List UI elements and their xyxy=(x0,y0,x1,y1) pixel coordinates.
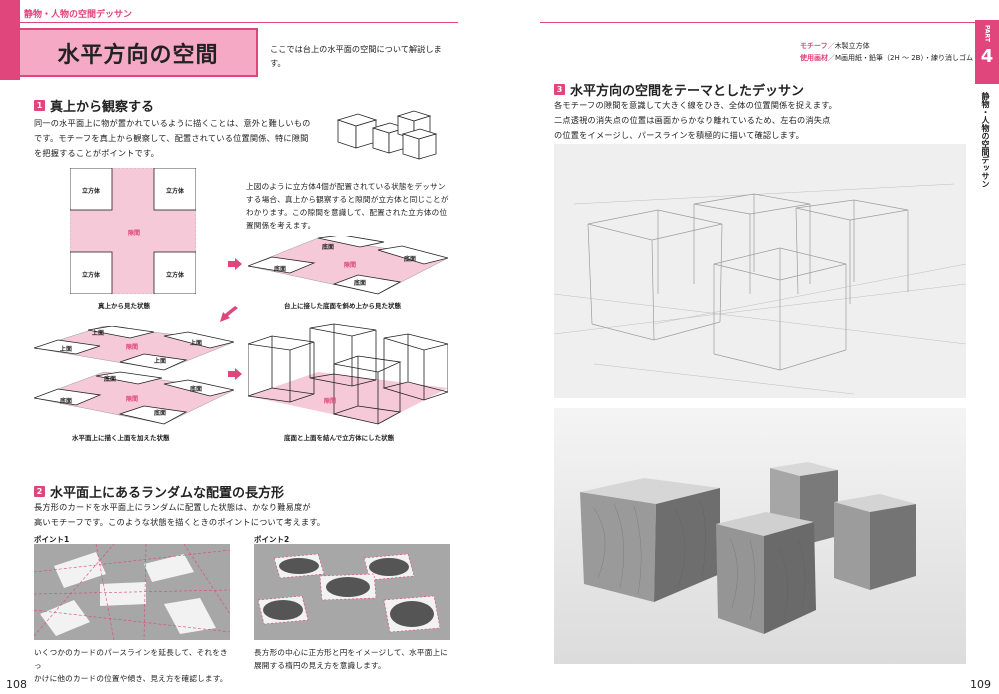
point2-image xyxy=(254,544,450,640)
face-bottom-6: 底面 xyxy=(60,398,73,405)
meta-materials-value: M画用紙・鉛筆（2H 〜 2B）・練り消しゴム xyxy=(835,54,973,62)
point1-label: ポイント1 xyxy=(34,535,70,544)
grid-label-cube-tr: 立方体 xyxy=(166,188,185,195)
side-tab: PART 4 xyxy=(975,20,999,84)
caption-top-bottom: 水平面上に描く上面を加えた状態 xyxy=(72,434,170,442)
side-tab-part-label: PART xyxy=(983,25,991,42)
section2-body: 長方形のカードを水平面上にランダムに配置した状態は、かなり難易度が 高いモチーフ… xyxy=(34,502,326,527)
section2-heading: 2 水平面上にあるランダムな配置の長方形 xyxy=(34,482,284,501)
face-bottom-5: 底面 xyxy=(104,376,117,383)
arrow-right-icon xyxy=(228,258,242,270)
top-and-bottom-planes xyxy=(34,326,234,425)
meta-block: モチーフ／木製立方体 使用画材／M画用紙・鉛筆（2H 〜 2B）・練り消しゴム xyxy=(800,42,973,62)
grid-label-cube-bl: 立方体 xyxy=(82,272,101,279)
left-page-header-line xyxy=(0,22,458,23)
left-edge-bar xyxy=(0,0,20,80)
point1-image xyxy=(34,544,230,640)
section1-number: 1 xyxy=(34,100,45,111)
page-number-left: 108 xyxy=(6,678,27,691)
meta-motif-label: モチーフ xyxy=(800,42,828,50)
face-gap-3: 隙間 xyxy=(126,396,139,403)
section3-heading: 3 水平方向の空間をテーマとしたデッサン xyxy=(554,80,804,99)
caption-wireframe: 底面と上面を結んで立方体にした状態 xyxy=(284,434,395,442)
grid-label-cube-br: 立方体 xyxy=(166,272,185,279)
face-bottom-3: 底面 xyxy=(404,256,417,263)
section3-title: 水平方向の空間をテーマとしたデッサン xyxy=(570,84,805,99)
side-tab-text: 静物・人物の空間デッサン xyxy=(981,92,990,188)
oblique-bottom-view xyxy=(248,236,448,295)
cubes-sketch xyxy=(336,110,438,160)
point2-label: ポイント2 xyxy=(254,535,290,544)
section1-body: 同一の水平面上に物が置かれているように描くことは、意外と難しいもの です。モチー… xyxy=(34,118,311,158)
face-top-2: 上面 xyxy=(60,346,73,353)
top-view-grid xyxy=(70,168,196,294)
title-intro: ここでは台上の水平面の空間について解説します。 xyxy=(270,44,442,68)
page-number-right: 109 xyxy=(970,678,991,691)
caption-oblique-bottom: 台上に接した底面を斜め上から見た状態 xyxy=(284,302,401,310)
face-top-4: 上面 xyxy=(154,358,167,365)
face-bottom-7: 底面 xyxy=(190,386,203,393)
face-top-1: 上面 xyxy=(92,330,105,337)
face-bottom-1: 底面 xyxy=(274,266,287,273)
section3-number: 3 xyxy=(554,84,565,95)
grid-label-gap: 隙間 xyxy=(128,230,141,237)
section2-number: 2 xyxy=(34,486,45,497)
caption-top-view: 真上から見た状態 xyxy=(98,302,150,310)
meta-materials-label: 使用画材 xyxy=(800,54,828,62)
right-page-header-line xyxy=(540,22,980,23)
wireframe-cubes xyxy=(248,323,448,425)
grid-label-cube-tl: 立方体 xyxy=(82,188,101,195)
point2-text: 長方形の中心に正方形と円をイメージして、水平面上に 展開する楕円の見え方を意識し… xyxy=(254,648,449,670)
sketch-drawing xyxy=(554,144,966,398)
running-header: 静物・人物の空間デッサン xyxy=(24,10,133,20)
finished-drawing xyxy=(554,408,966,664)
face-gap-4: 隙間 xyxy=(324,398,337,405)
face-bottom-2: 底面 xyxy=(322,244,335,251)
face-bottom-4: 底面 xyxy=(354,280,367,287)
arrow-right-icon-2 xyxy=(228,368,242,380)
point1-text: いくつかのカードのパースラインを延長して、それをきっ かけに他のカードの位置や傾… xyxy=(34,648,228,683)
arrow-down-left-icon xyxy=(220,306,238,322)
face-bottom-8: 底面 xyxy=(154,410,167,417)
face-top-3: 上面 xyxy=(190,340,203,347)
face-gap-1: 隙間 xyxy=(344,262,357,269)
page-title: 水平方向の空間 xyxy=(57,42,219,68)
section1-title: 真上から観察する xyxy=(50,100,155,115)
section2-title: 水平面上にあるランダムな配置の長方形 xyxy=(50,486,285,501)
face-gap-2: 隙間 xyxy=(126,344,139,351)
side-tab-part-number: 4 xyxy=(980,45,994,67)
section1-description: 上図のように立方体4個が配置されている状態をデッサン する場合、真上から観察する… xyxy=(246,182,449,230)
section1-heading: 1 真上から観察する xyxy=(34,96,154,115)
section3-body: 各モチーフの隙間を意識して大きく線をひき、全体の位置関係を捉えます。 二点透視の… xyxy=(554,100,838,140)
meta-motif-value: 木製立方体 xyxy=(834,42,870,50)
title-box: 水平方向の空間 xyxy=(20,28,258,77)
